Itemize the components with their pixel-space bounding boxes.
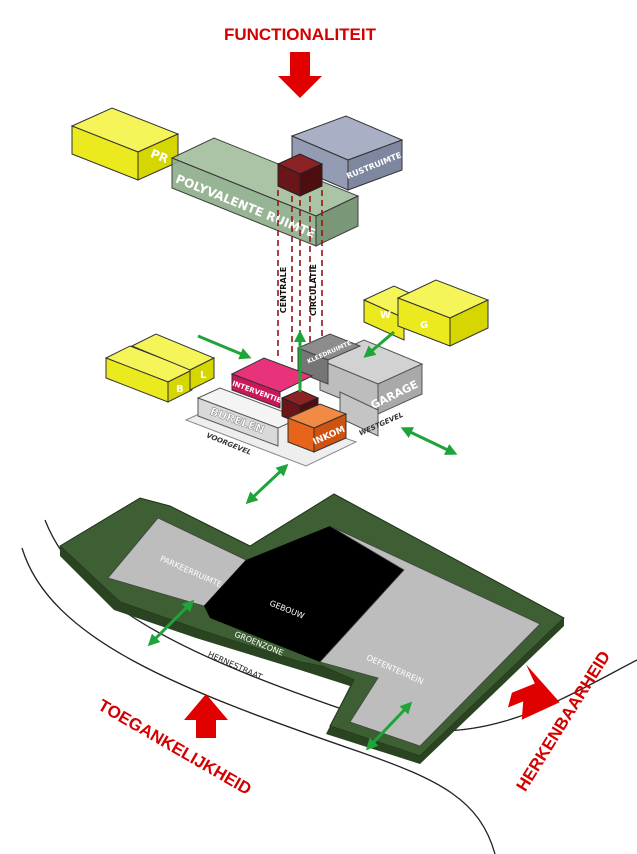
- label-l: L: [200, 370, 207, 381]
- title-herkenbaarheid: HERKENBAARHEID: [512, 648, 614, 795]
- red-arrow-left: [184, 694, 228, 738]
- green-arrow-5: [245, 463, 289, 505]
- red-arrow-top: [278, 52, 322, 98]
- site-oefenterrein: [319, 525, 541, 747]
- volume-pr: PR: [70, 107, 180, 181]
- red-arrow-right: [507, 664, 560, 720]
- green-arrow-4: [400, 427, 458, 455]
- site-gebouw: [204, 526, 404, 662]
- title-toegankelijkheid: TOEGANKELIJKHEID: [95, 696, 255, 799]
- volume-b: B: [104, 345, 194, 403]
- volume-l: L: [130, 333, 216, 391]
- site-plot: [59, 493, 565, 764]
- label-pr: PR: [149, 146, 171, 166]
- volume-inkom: INKOM: [286, 403, 348, 453]
- green-arrow-6: [147, 599, 195, 647]
- volume-kleedruimte: KLEEDRUIMTE: [296, 333, 362, 385]
- green-arrow-3: [363, 330, 395, 358]
- core-top: [276, 153, 324, 197]
- title-functionaliteit: FUNCTIONALITEIT: [224, 25, 377, 44]
- green-arrows-site: [147, 599, 413, 751]
- label-w: W: [380, 310, 391, 321]
- label-centrale: CENTRALE: [279, 267, 288, 313]
- green-arrow-7: [365, 701, 413, 751]
- label-circulatie: CIRCULATIE: [309, 264, 318, 316]
- label-g: G: [420, 320, 428, 331]
- volume-g: G: [396, 279, 490, 347]
- green-arrows-building: [197, 330, 458, 505]
- road-edge-outer: [21, 547, 496, 854]
- label-b: B: [176, 384, 184, 395]
- green-arrow-1: [197, 334, 252, 360]
